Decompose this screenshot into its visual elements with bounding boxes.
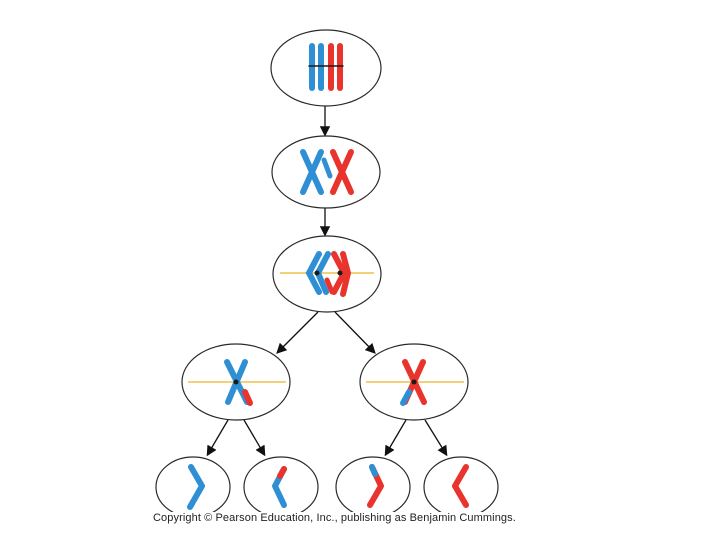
chromatid-paternal	[187, 464, 205, 510]
arrows	[206, 106, 448, 457]
chromatid-paternal-tip	[369, 464, 378, 477]
chromatid-maternal-tip	[277, 466, 287, 479]
daughter-chromosomes	[187, 464, 469, 510]
cell-metaphase-1	[272, 235, 382, 313]
centromere	[314, 270, 320, 276]
chromatid-crossover	[321, 157, 333, 179]
cell-daughter-3	[335, 456, 411, 512]
meiosis-diagram	[155, 29, 499, 512]
cell-daughter-1	[155, 456, 231, 512]
arrow-left-to-daughter1	[206, 419, 229, 457]
centromere	[411, 379, 417, 385]
chromatid-maternal-tip	[242, 389, 253, 406]
cell-daughter-2	[243, 456, 319, 512]
chromatid-maternal	[331, 251, 348, 295]
arrow-left-to-daughter2	[243, 419, 266, 457]
chromatid-maternal	[452, 464, 469, 508]
cell-daughter-4	[423, 456, 499, 512]
arrow-metaphase1-to-left	[276, 311, 319, 354]
chromatid-paternal-tip	[400, 389, 412, 406]
chromatid-paternal	[305, 251, 322, 295]
copyright-notice: Copyright © Pearson Education, Inc., pub…	[153, 512, 516, 524]
crossover-segment	[324, 277, 335, 295]
chromatid-maternal	[330, 149, 354, 195]
synapsis-chromosomes	[300, 149, 354, 195]
centromere	[337, 270, 343, 276]
chromatid-maternal	[340, 251, 352, 297]
arrow-metaphase1-to-right	[334, 311, 376, 354]
chromatid-paternal	[300, 149, 324, 195]
centromere	[233, 379, 239, 385]
cells	[155, 29, 499, 512]
cell-parent	[270, 29, 382, 107]
metaphase-2-right-chromosome	[400, 359, 427, 406]
arrow-right-to-daughter3	[384, 419, 407, 457]
arrow-right-to-daughter4	[424, 419, 448, 457]
metaphase-1-chromosomes	[305, 251, 352, 297]
metaphase-2-left-chromosome	[224, 359, 253, 406]
parent-chromosomes	[308, 43, 344, 91]
